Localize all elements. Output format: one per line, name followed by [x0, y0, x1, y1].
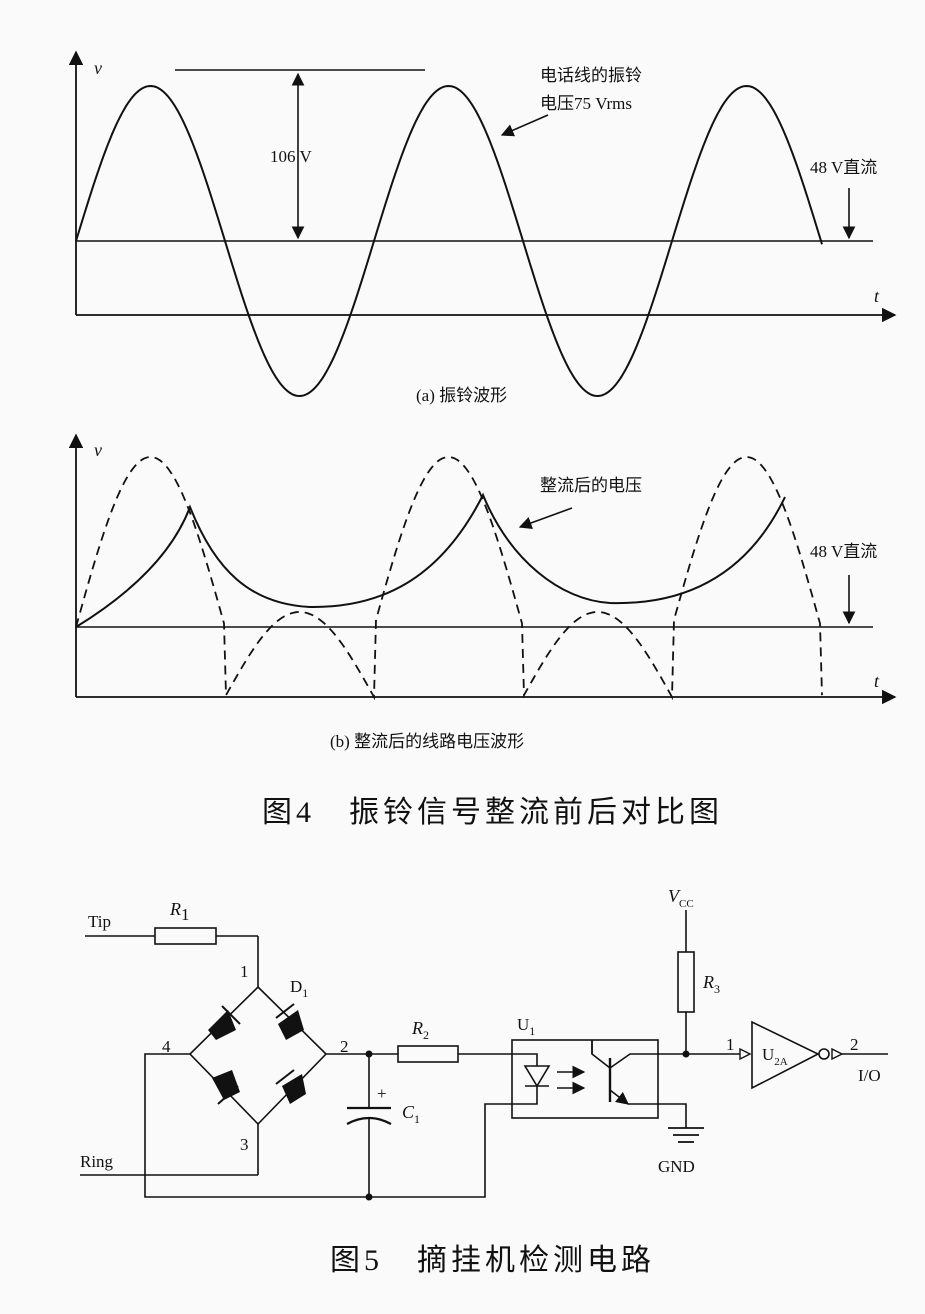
- gnd-label: GND: [658, 1157, 695, 1176]
- panel-a-note-line2: 电压75 Vrms: [540, 94, 632, 113]
- phototransistor-collector-internal: [591, 1040, 611, 1069]
- c1-label: C1: [402, 1102, 420, 1126]
- inverter-pin2-label: 2: [850, 1035, 859, 1054]
- diode-lower-left: [212, 1070, 240, 1105]
- panel-a: v t 106 V 电话线的振铃 电压75 Vrms 48 V直流 (a) 振铃…: [68, 50, 897, 405]
- inverter-u2a: [751, 1020, 820, 1090]
- c1-polarity-label: +: [377, 1084, 387, 1103]
- resistor-r2: [397, 1045, 459, 1063]
- circuit-diagram: Tip Ring R1 R2 R3 D1 C1 + U1 U2A VCC GND…: [80, 886, 888, 1201]
- led-triangle-icon: [523, 1065, 551, 1088]
- collector-to-output-wire: [609, 1053, 686, 1069]
- figure5-title: 图5 摘挂机检测电路: [330, 1244, 655, 1277]
- panel-b-full-wave-rectified-dashed: [75, 456, 823, 701]
- d1-label: D1: [290, 977, 308, 1000]
- panel-b-note: 整流后的电压: [540, 476, 642, 495]
- ring-label: Ring: [80, 1152, 114, 1171]
- vcc-label: VCC: [668, 886, 694, 910]
- ground-icon: [668, 1127, 704, 1143]
- inverter-output-pin-icon: [831, 1047, 844, 1061]
- bridge-rectifier-d1: [188, 985, 328, 1126]
- diode-upper-left: [208, 1005, 241, 1040]
- bridge-node3-label: 3: [240, 1135, 249, 1154]
- figure4-title: 图4 振铃信号整流前后对比图: [262, 796, 723, 829]
- panel-a-ring-waveform: [75, 84, 823, 398]
- panel-a-note-line1: 电话线的振铃: [540, 66, 642, 85]
- resistor-r3: [677, 951, 695, 1013]
- r3-label: R3: [702, 972, 720, 996]
- panel-a-dc-label: 48 V直流: [810, 158, 877, 177]
- panel-a-note-arrow: [500, 114, 549, 137]
- panel-b-note-arrow: [518, 507, 573, 530]
- phototransistor-emitter: [609, 1089, 630, 1105]
- bridge-node4-label: 4: [162, 1037, 171, 1056]
- inverter-pin1-label: 1: [726, 1035, 735, 1054]
- diode-upper-right: [275, 1003, 304, 1040]
- tip-label: Tip: [88, 912, 111, 931]
- bridge-node1-label: 1: [240, 962, 249, 981]
- panel-b-dc-label: 48 V直流: [810, 542, 877, 561]
- resistor-r1: [154, 927, 217, 945]
- emitter-to-gnd-wire: [628, 1103, 687, 1128]
- r2-label: R2: [411, 1018, 429, 1042]
- junction-ground-return: [365, 1193, 373, 1201]
- panel-a-caption: (a) 振铃波形: [416, 386, 507, 405]
- inverter-bubble-icon: [818, 1048, 830, 1060]
- u2a-label: U2A: [762, 1045, 788, 1068]
- panel-b-v-label: v: [94, 440, 102, 460]
- panel-a-v-label: v: [94, 58, 102, 78]
- panel-a-amplitude-label: 106 V: [270, 147, 312, 166]
- diode-lower-right: [275, 1069, 306, 1104]
- u1-label: U1: [517, 1015, 535, 1038]
- panel-b-caption: (b) 整流后的线路电压波形: [330, 732, 524, 751]
- panel-a-t-label: t: [874, 286, 880, 306]
- led-anode-wire: [512, 1053, 538, 1066]
- panel-b: v t 整流后的电压 48 V直流 (b) 整流后的线路电压波形: [68, 433, 897, 751]
- inverter-input-pin-icon: [739, 1047, 752, 1061]
- led-cathode-wire: [512, 1086, 538, 1105]
- r1-label: R1: [169, 899, 190, 924]
- io-label: I/O: [858, 1066, 881, 1085]
- bridge-node2-label: 2: [340, 1037, 349, 1056]
- panel-b-filtered-voltage-curve: [75, 492, 786, 628]
- panel-b-t-label: t: [874, 671, 880, 691]
- optocoupler-u1: [511, 1039, 659, 1119]
- bridge-node4-return-wire: [144, 1053, 512, 1198]
